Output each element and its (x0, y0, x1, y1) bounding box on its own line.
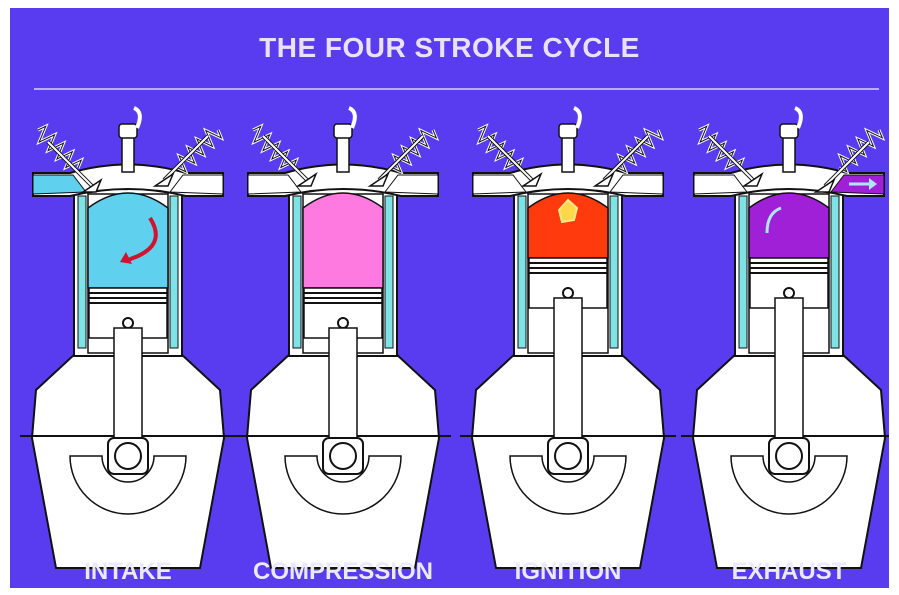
engine-compression (235, 108, 451, 568)
spark-plug (562, 136, 574, 172)
combustion-chamber (749, 193, 829, 258)
crankshaft (776, 443, 802, 469)
wrist-pin (338, 318, 348, 328)
engine-intake (20, 108, 236, 568)
connecting-rod (114, 328, 142, 446)
connecting-rod (329, 328, 357, 446)
engine-ignition (460, 108, 676, 568)
crankshaft (330, 443, 356, 469)
coolant-jacket-right (610, 196, 618, 348)
spark-plug-cap (334, 124, 352, 138)
crankshaft (555, 443, 581, 469)
connecting-rod (554, 298, 582, 446)
wrist-pin (784, 288, 794, 298)
exhaust-valve-spring (178, 130, 221, 172)
spark-plug (122, 136, 134, 172)
coolant-jacket-left (293, 196, 301, 348)
coolant-jacket-right (170, 196, 178, 348)
stroke-label-compression: COMPRESSION (253, 558, 433, 586)
stroke-label-intake: INTAKE (84, 558, 172, 586)
coolant-jacket-left (739, 196, 747, 348)
spark-plug-cap (119, 124, 137, 138)
coolant-jacket-left (518, 196, 526, 348)
spark-plug (337, 136, 349, 172)
wrist-pin (563, 288, 573, 298)
connecting-rod (775, 298, 803, 446)
spark-plug (783, 136, 795, 172)
spark-plug-cap (780, 124, 798, 138)
intake-valve-spring (38, 126, 81, 168)
coolant-jacket-right (831, 196, 839, 348)
crankshaft (115, 443, 141, 469)
engine-cycle-illustration (10, 8, 889, 588)
engine-exhaust (681, 108, 889, 568)
exhaust-valve-spring (618, 130, 661, 172)
coolant-jacket-right (385, 196, 393, 348)
stroke-label-exhaust: EXHAUST (732, 558, 847, 586)
wrist-pin (123, 318, 133, 328)
spark-plug-cap (559, 124, 577, 138)
coolant-jacket-left (78, 196, 86, 348)
diagram-frame: THE FOUR STROKE CYCLE INTAKE COMPRESSION… (10, 8, 889, 588)
combustion-chamber (303, 193, 383, 288)
exhaust-valve-spring (393, 130, 436, 172)
stroke-label-ignition: IGNITION (515, 558, 622, 586)
